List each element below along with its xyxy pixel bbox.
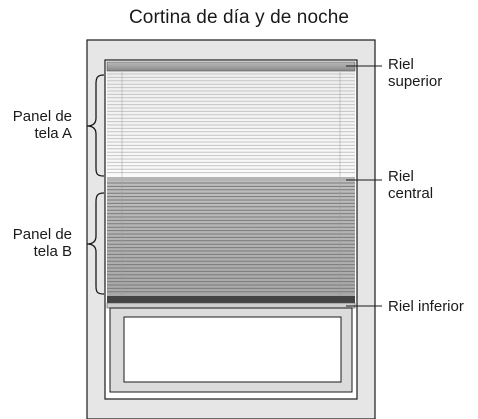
- bracket-panel-b: [86, 192, 105, 295]
- label-panel-b: Panel de tela B: [12, 226, 72, 260]
- fabric-panel-a: [107, 70, 355, 178]
- bottom-rail-lip: [106, 302, 356, 309]
- label-top-rail: Riel superior: [388, 56, 443, 90]
- top-rail: [106, 61, 356, 72]
- middle-rail: [107, 177, 355, 181]
- label-bottom-rail: Riel inferior: [388, 298, 464, 315]
- diagram-title: Cortina de día y de noche: [128, 7, 350, 28]
- bottom-rail: [107, 296, 355, 303]
- bracket-panel-a: [86, 74, 105, 177]
- label-middle-rail: Riel central: [388, 168, 434, 202]
- label-panel-a: Panel de tela A: [12, 108, 72, 142]
- window-glass: [123, 316, 342, 383]
- fabric-panel-b: [107, 180, 355, 296]
